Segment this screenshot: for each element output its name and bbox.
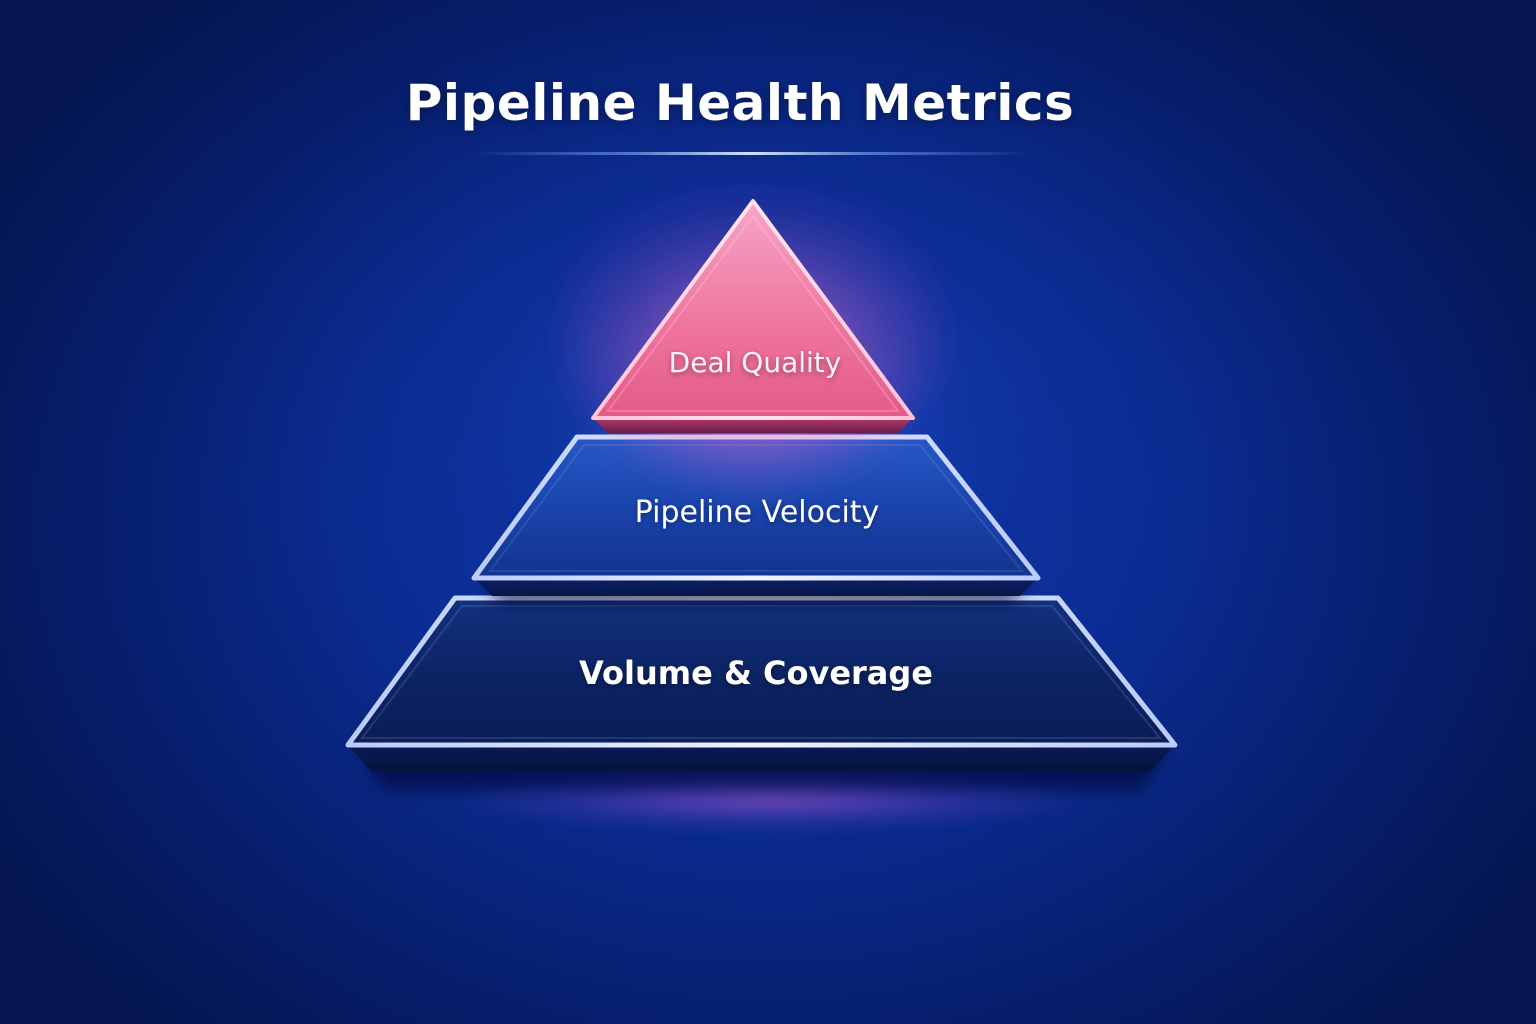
title-underline bbox=[470, 152, 1030, 155]
tier-label-volume-coverage: Volume & Coverage bbox=[579, 654, 933, 692]
page-title: Pipeline Health Metrics bbox=[405, 74, 1075, 132]
tier-deal-quality[interactable] bbox=[563, 180, 943, 480]
tier-label-pipeline-velocity: Pipeline Velocity bbox=[634, 495, 880, 530]
tier-label-deal-quality: Deal Quality bbox=[668, 346, 842, 379]
tier-pipeline-velocity[interactable] bbox=[471, 434, 1041, 605]
tier-volume-coverage[interactable] bbox=[345, 595, 1178, 790]
